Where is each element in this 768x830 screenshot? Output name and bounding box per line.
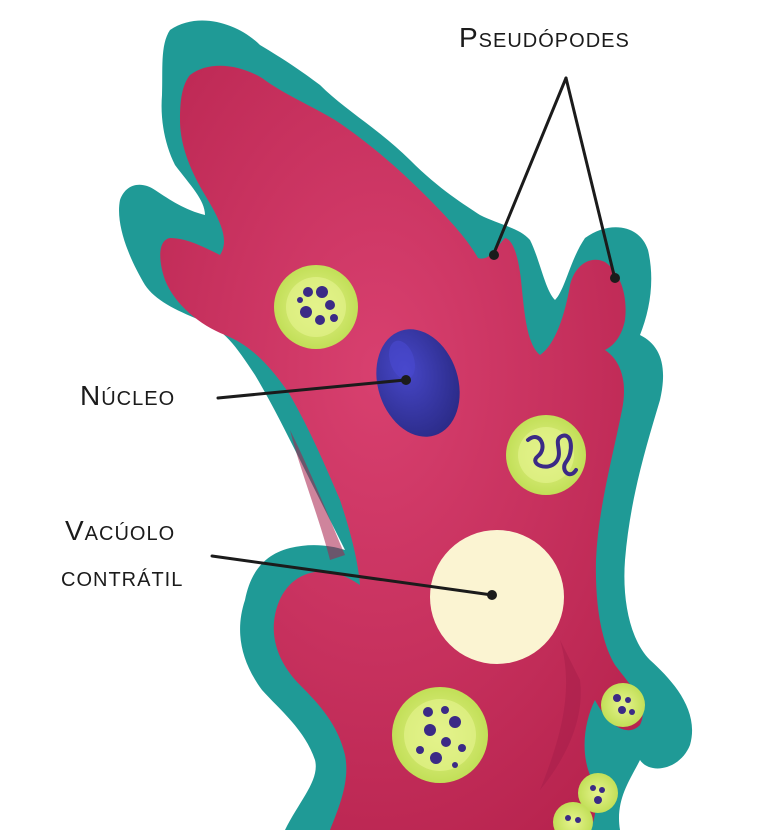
pseudopod-leader-line-left xyxy=(492,76,568,255)
nucleus xyxy=(376,329,460,437)
food-vacuole xyxy=(506,415,586,495)
pseudopod-dot-left xyxy=(489,250,499,260)
label-vacuolo-line1: Vacúolo xyxy=(65,515,176,546)
pseudopod-dot-right xyxy=(610,273,620,283)
cytoplasm-shadow xyxy=(290,430,345,560)
label-vacuolo-line2: contrátil xyxy=(61,561,184,592)
label-pseudopodes: Pseudópodes xyxy=(459,22,630,53)
leader-lines xyxy=(210,76,616,597)
food-vacuole xyxy=(392,687,488,783)
label-nucleo: Núcleo xyxy=(80,380,176,411)
food-vacuole xyxy=(553,802,593,830)
vacuole-dot xyxy=(487,590,497,600)
leader-dots xyxy=(401,250,620,600)
nucleus-dot xyxy=(401,375,411,385)
food-vacuole xyxy=(601,683,645,727)
vacuole-leader-line xyxy=(210,554,494,597)
nucleus-leader-line xyxy=(216,378,407,400)
contractile-vacuole xyxy=(430,530,564,664)
cytoplasm-shadow xyxy=(540,640,581,790)
food-vacuole xyxy=(578,773,618,813)
pseudopod-leader-line-right xyxy=(564,76,616,277)
food-vacuole xyxy=(274,265,358,349)
